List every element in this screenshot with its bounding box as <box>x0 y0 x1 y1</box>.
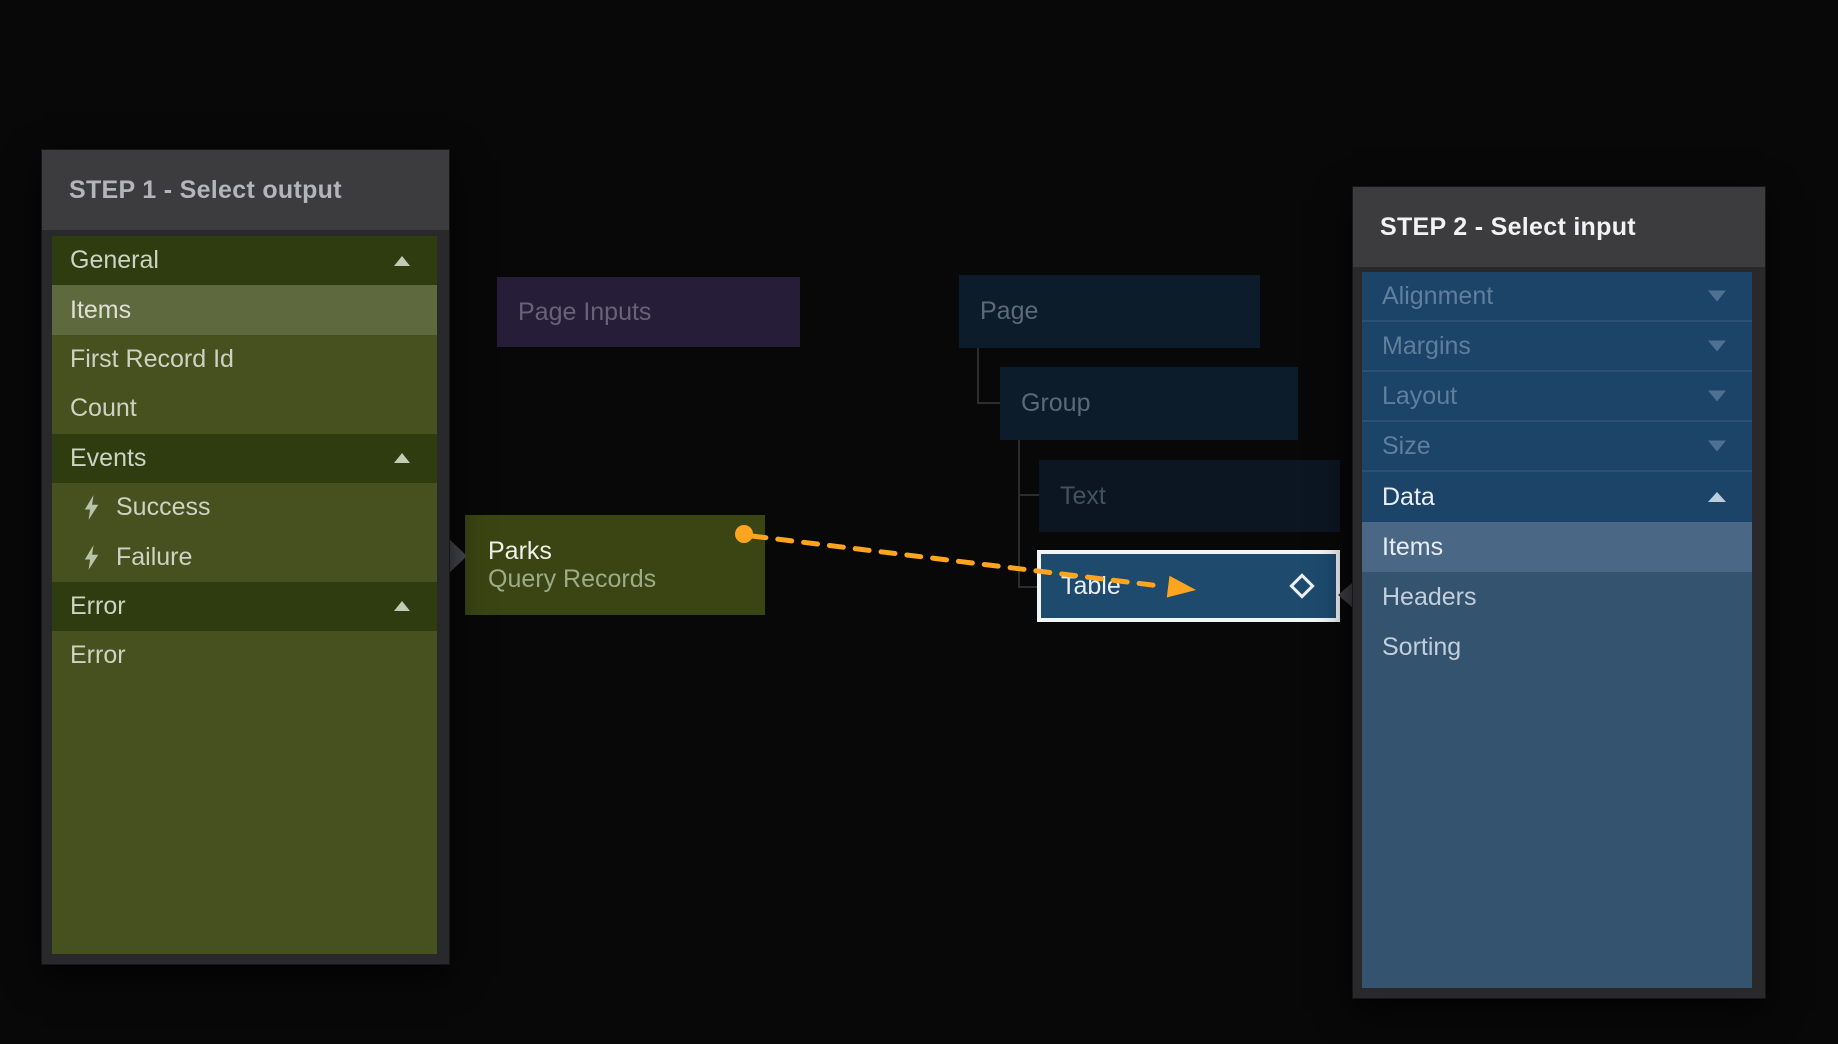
step2-row-label: Layout <box>1382 381 1458 410</box>
step1-panel-header: STEP 1 - Select output <box>42 150 449 230</box>
chevron-up-icon[interactable] <box>394 601 410 612</box>
group-label: Group <box>1021 389 1091 417</box>
connector-group-table-horizontal <box>1018 586 1037 588</box>
group-node[interactable]: Group <box>1000 367 1298 440</box>
step2-row-alignment-dropdown[interactable]: Alignment <box>1362 272 1752 322</box>
step2-row-label: Alignment <box>1382 281 1494 310</box>
connector-page-group-horizontal <box>977 402 1000 404</box>
connector-page-group-vertical <box>977 348 979 404</box>
step1-row-general-section[interactable]: General <box>52 236 437 286</box>
connector-group-text-horizontal <box>1018 494 1039 496</box>
chevron-down-icon[interactable] <box>1708 440 1726 452</box>
step2-row-label: Items <box>1382 532 1444 561</box>
step1-row-success[interactable]: Success <box>52 483 437 532</box>
step2-row-size-dropdown[interactable]: Size <box>1362 422 1752 472</box>
step1-row-label: Success <box>116 493 211 522</box>
step2-row-label: Headers <box>1382 582 1477 611</box>
chevron-down-icon[interactable] <box>1708 340 1726 352</box>
step1-panel-title: STEP 1 - Select output <box>69 175 342 204</box>
step2-row-label: Margins <box>1382 331 1471 360</box>
chevron-up-icon[interactable] <box>394 255 410 266</box>
step2-row-label: Sorting <box>1382 632 1462 661</box>
step1-row-events-section[interactable]: Events <box>52 433 437 483</box>
step2-panel-header: STEP 2 - Select input <box>1353 187 1765 267</box>
chevron-up-icon[interactable] <box>394 453 410 464</box>
step1-row-error-section[interactable]: Error <box>52 581 437 632</box>
step2-row-layout-dropdown[interactable]: Layout <box>1362 372 1752 422</box>
parks-node-title: Parks <box>488 537 552 565</box>
step1-row-failure[interactable]: Failure <box>52 532 437 581</box>
page-inputs-node[interactable]: Page Inputs <box>497 277 800 347</box>
chevron-down-icon[interactable] <box>1708 290 1726 302</box>
step2-row-label: Size <box>1382 431 1431 460</box>
step1-pointer-icon <box>448 538 467 574</box>
table-label: Table <box>1061 571 1121 600</box>
step2-row-headers[interactable]: Headers <box>1362 572 1752 622</box>
table-node-selected[interactable]: Table <box>1037 550 1340 622</box>
step2-row-margins-dropdown[interactable]: Margins <box>1362 322 1752 372</box>
step2-row-items[interactable]: Items <box>1362 522 1752 572</box>
page-label: Page <box>980 297 1039 325</box>
step1-row-label: Count <box>70 394 137 423</box>
lightning-icon <box>83 495 103 521</box>
page-node[interactable]: Page <box>959 275 1260 348</box>
step2-row-data-dropdown[interactable]: Data <box>1362 472 1752 522</box>
text-label: Text <box>1060 481 1106 510</box>
step2-panel-title: STEP 2 - Select input <box>1380 212 1636 241</box>
parks-query-records-node[interactable]: Parks Query Records <box>465 515 765 615</box>
parks-node-subtitle: Query Records <box>488 565 657 593</box>
lightning-icon <box>83 544 103 570</box>
step1-row-label: Items <box>70 295 132 324</box>
step1-row-count[interactable]: Count <box>52 384 437 433</box>
step2-row-sorting[interactable]: Sorting <box>1362 622 1752 672</box>
step1-row-label: General <box>70 246 159 275</box>
step1-row-label: Events <box>70 443 147 472</box>
chevron-up-icon[interactable] <box>1708 492 1726 502</box>
step2-row-label: Data <box>1382 482 1435 511</box>
step1-row-label: First Record Id <box>70 344 234 373</box>
chevron-down-icon[interactable] <box>1708 390 1726 402</box>
diamond-icon <box>1289 573 1315 599</box>
step1-row-items[interactable]: Items <box>52 285 437 335</box>
step1-row-label: Error <box>70 591 126 620</box>
step1-row-first-record-id[interactable]: First Record Id <box>52 335 437 384</box>
text-node[interactable]: Text <box>1039 460 1340 532</box>
connector-group-children-vertical <box>1018 440 1020 588</box>
step1-row-error[interactable]: Error <box>52 631 437 680</box>
step1-row-label: Error <box>70 641 126 670</box>
page-inputs-label: Page Inputs <box>518 297 652 326</box>
step1-row-label: Failure <box>116 542 193 571</box>
